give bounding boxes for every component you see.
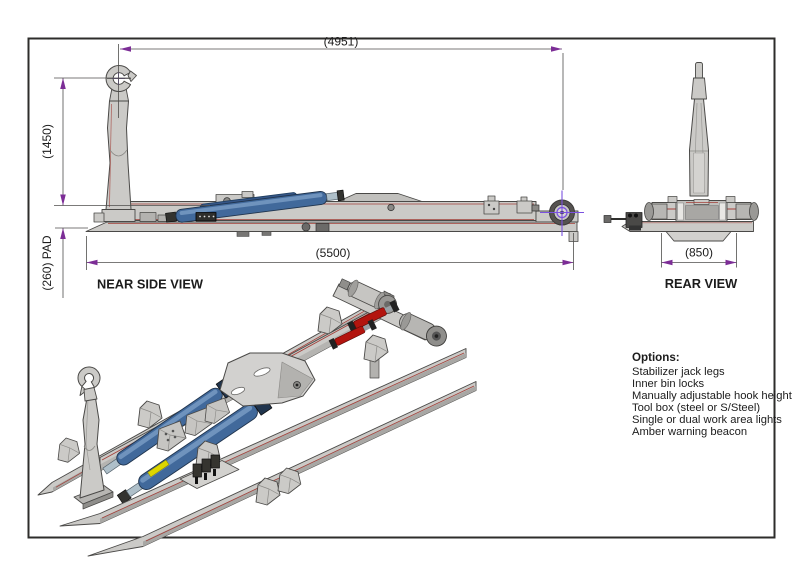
- iso-yellow-label: [147, 459, 170, 478]
- dimension-texts: (4951) (1450) (260) PAD (5500) (850) NEA…: [40, 35, 738, 292]
- side-valve-block: [195, 212, 217, 222]
- iso-pivot-plate: [219, 352, 316, 407]
- iso-roller-lower: [398, 312, 447, 347]
- rear-hook-pin: [695, 62, 703, 79]
- rear-view: [603, 62, 759, 242]
- rear-roller-right: [735, 202, 759, 221]
- option-item: Single or dual work area lights: [632, 414, 782, 426]
- rear-roller-left: [644, 202, 668, 221]
- options-list: Options: Stabilizer jack legs Inner bin …: [632, 351, 792, 439]
- near-side-view: [85, 65, 584, 242]
- iso-rear-assembly: [328, 278, 447, 351]
- iso-hook-mast: [73, 366, 114, 510]
- options-title: Options:: [632, 351, 680, 364]
- side-hook: [105, 65, 131, 92]
- option-item: Inner bin locks: [632, 378, 705, 390]
- side-hook-mast: [93, 65, 137, 223]
- dim-1450: (1450): [40, 124, 54, 159]
- page-border: [27, 37, 776, 539]
- near-side-view-label: NEAR SIDE VIEW: [97, 277, 204, 292]
- iso-view: [37, 278, 477, 557]
- dim-4951: (4951): [324, 35, 359, 49]
- dim-850: (850): [685, 246, 713, 260]
- rear-view-label: REAR VIEW: [665, 276, 738, 291]
- option-item: Tool box (steel or S/Steel): [632, 402, 761, 414]
- side-bracket-a: [483, 195, 500, 215]
- rear-jack: [603, 212, 643, 231]
- iso-valve-block: [179, 454, 240, 489]
- iso-near-rail: [87, 381, 477, 557]
- option-item: Amber warning beacon: [632, 426, 748, 438]
- dim-5500: (5500): [316, 246, 351, 260]
- iso-hook: [77, 366, 101, 388]
- option-item: Stabilizer jack legs: [632, 366, 725, 378]
- option-item: Manually adjustable hook height: [632, 390, 792, 402]
- dim-260-pad: (260) PAD: [40, 235, 54, 290]
- side-bracket-b: [516, 196, 540, 214]
- dimensions: [54, 44, 737, 298]
